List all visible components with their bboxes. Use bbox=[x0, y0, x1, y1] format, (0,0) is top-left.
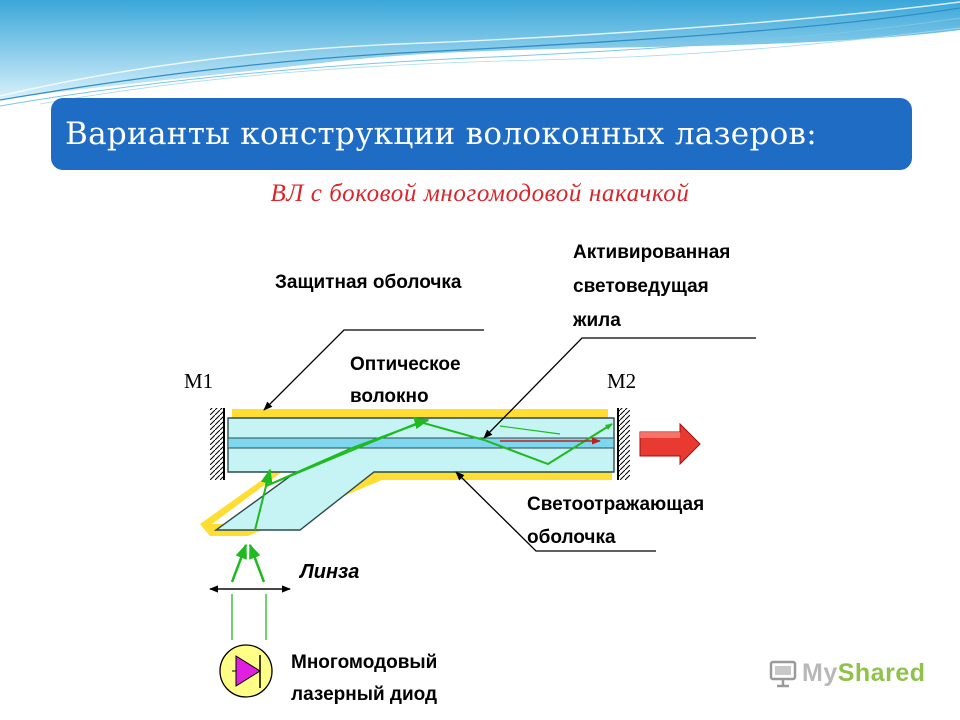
label-mirror-m2: М2 bbox=[607, 369, 636, 393]
logo-text: MyShared bbox=[802, 659, 926, 688]
header-wave-decoration bbox=[0, 0, 960, 107]
slide-title-bar: Варианты конструкции волоконных лазеров: bbox=[51, 98, 912, 170]
label-mirror-m1: М1 bbox=[184, 369, 213, 393]
label-optical-fiber-line2: волокно bbox=[350, 386, 429, 407]
myshared-logo: MyShared bbox=[768, 656, 926, 690]
label-diode-line1: Многомодовый bbox=[291, 652, 437, 673]
label-reflective-cladding-line2: оболочка bbox=[527, 527, 616, 548]
label-optical-fiber-line1: Оптическое bbox=[350, 354, 461, 375]
logo-suffix: Shared bbox=[837, 658, 926, 687]
label-active-core-line1: Активированная bbox=[573, 242, 730, 263]
pump-beam-guides bbox=[231, 594, 267, 640]
laser-diode-symbol bbox=[219, 644, 273, 698]
presentation-screen-icon bbox=[769, 660, 797, 688]
label-active-core-line2: световедущая bbox=[573, 276, 709, 297]
mirror-m2 bbox=[617, 408, 630, 480]
label-active-core-line3: жила bbox=[572, 310, 621, 331]
active-core bbox=[227, 437, 615, 449]
slide-subtitle: ВЛ с боковой многомодовой накачкой bbox=[270, 180, 690, 207]
output-beam-arrow bbox=[639, 422, 701, 466]
label-protective-coating: Защитная оболочка bbox=[275, 272, 462, 293]
pump-beam-rays bbox=[230, 417, 613, 583]
slide-title: Варианты конструкции волоконных лазеров: bbox=[65, 116, 818, 152]
leader-lines bbox=[263, 329, 756, 552]
label-lens: Линза bbox=[298, 561, 359, 583]
logo-prefix: My bbox=[802, 658, 838, 687]
mirror-m1 bbox=[210, 408, 225, 480]
label-diode-line2: лазерный диод bbox=[291, 684, 437, 705]
label-reflective-cladding-line1: Светоотражающая bbox=[527, 494, 704, 515]
